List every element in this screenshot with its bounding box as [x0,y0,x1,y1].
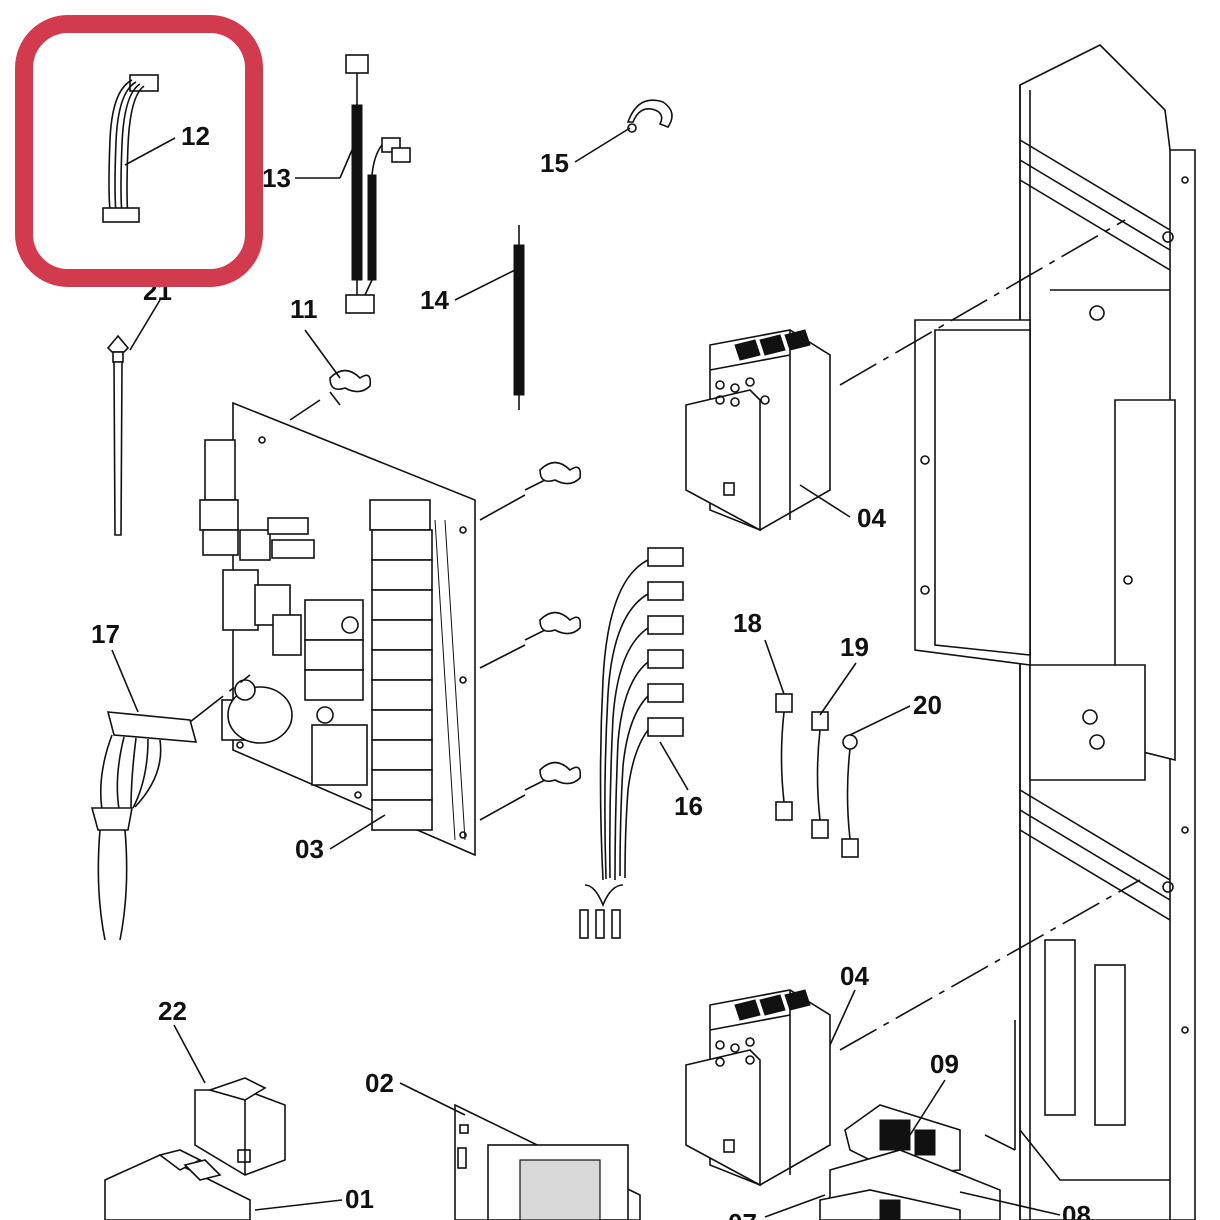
label-07: 07 [728,1208,757,1220]
pcb-standoff-clips-11 [329,369,582,821]
leader-lines [111,127,1061,1218]
label-16: 16 [674,791,703,821]
housing-01 [104,1149,251,1220]
label-13: 13 [262,163,291,193]
wire-links-18-19-20 [775,693,859,858]
cable-14 [513,225,525,410]
chassis-frame [914,44,1196,1220]
label-11: 11 [290,294,318,324]
label-04-lower: 04 [840,961,869,991]
contactor-04-upper [685,329,831,532]
label-09: 09 [930,1049,959,1079]
part-labels: 12 13 15 14 21 11 04 17 18 19 20 16 03 0… [91,121,1091,1220]
wire-harness-16 [579,547,684,939]
control-board-02 [454,1103,641,1220]
highlight-box-part-12 [15,15,263,287]
label-19: 19 [840,632,869,662]
label-08: 08 [1062,1200,1091,1220]
contactor-04-lower [685,989,831,1187]
label-04-upper: 04 [857,503,886,533]
wire-harness-17 [90,674,251,941]
cable-clamp-15 [626,99,673,133]
relay-bank [369,499,466,841]
label-22: 22 [158,996,187,1026]
label-17: 17 [91,619,120,649]
label-14: 14 [420,285,449,315]
wire-harness-13 [345,54,411,314]
switch-bracket-22 [194,1077,286,1176]
assembly-07-08-09 [819,1104,1001,1220]
cable-tie-21 [106,334,130,536]
label-20: 20 [913,690,942,720]
label-02: 02 [365,1068,394,1098]
label-15: 15 [540,148,569,178]
label-01: 01 [345,1184,374,1214]
label-03: 03 [295,834,324,864]
wire-harness-12 [102,74,159,223]
main-pcb-03 [199,401,476,857]
label-18: 18 [733,608,762,638]
label-12: 12 [181,121,210,151]
